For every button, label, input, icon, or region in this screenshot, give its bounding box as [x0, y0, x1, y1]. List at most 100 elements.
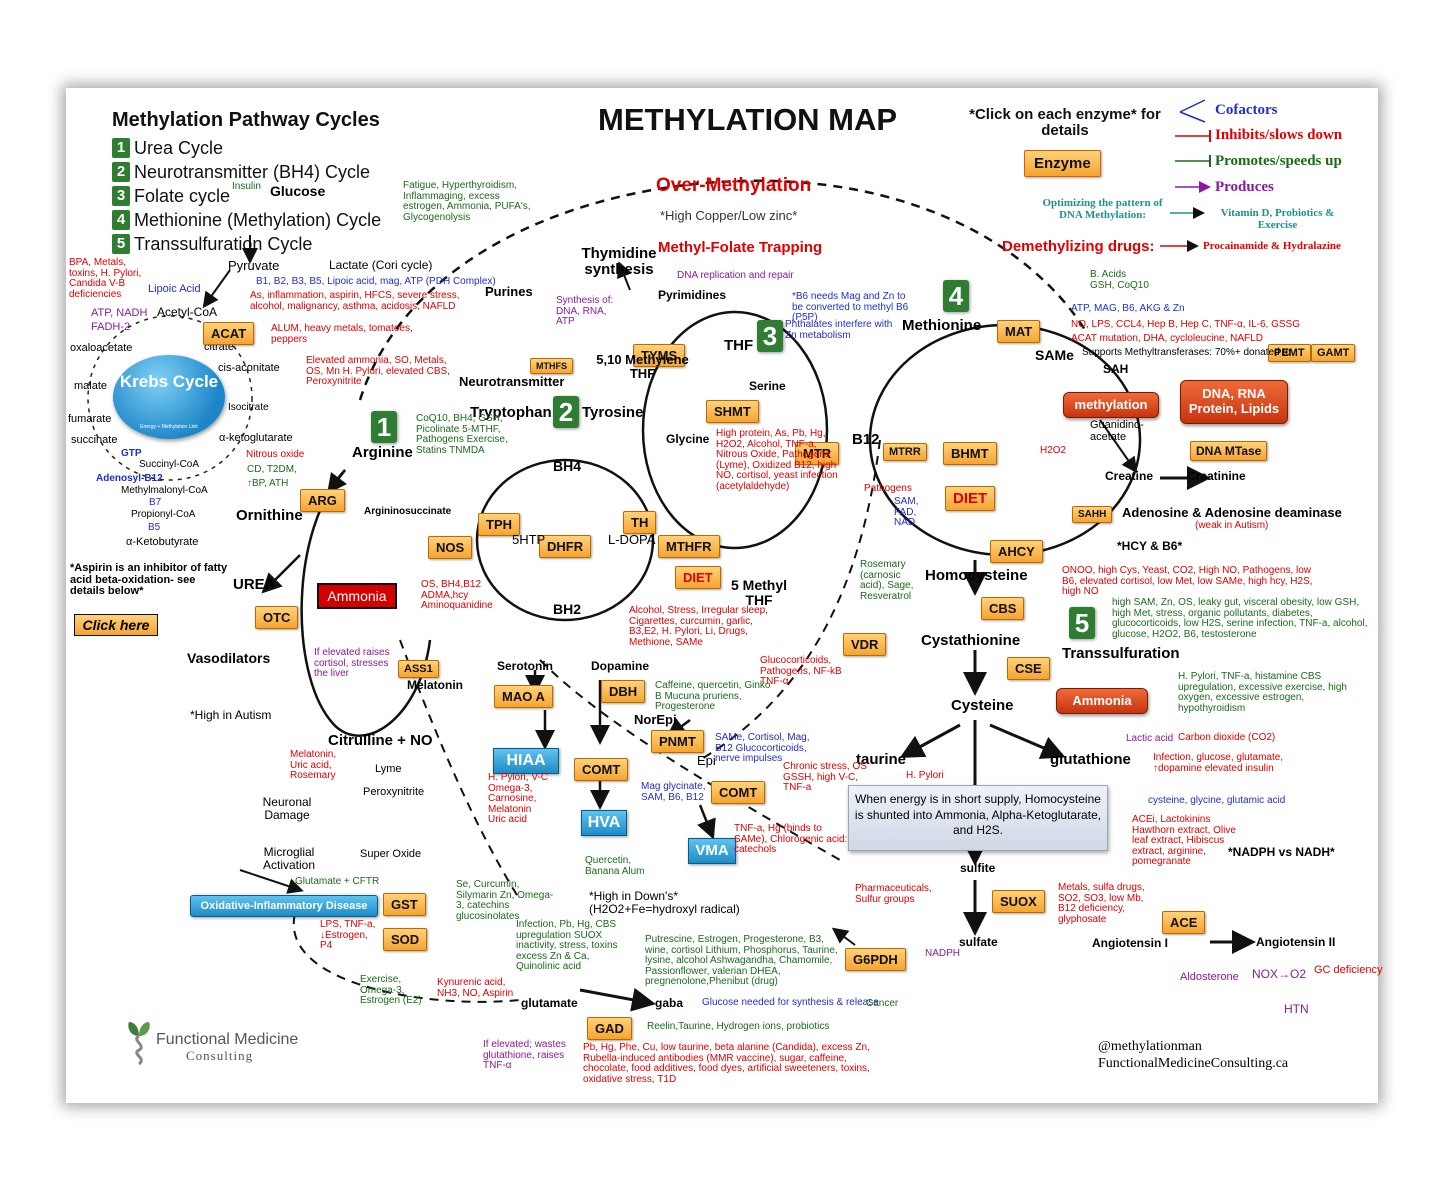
enzyme-sahh[interactable]: SAHH	[1072, 506, 1113, 523]
lipoic-acid-label: Lipoic Acid	[148, 283, 201, 295]
carbon-dioxide-note: Carbon dioxide (CO2)	[1178, 732, 1276, 743]
atp-nadh-label: ATP, NADH	[91, 307, 148, 319]
enzyme-dna-mtase[interactable]: DNA MTase	[1190, 441, 1268, 461]
hyperthyroid-note: Fatigue, Hyperthyroidism, Inflammaging, …	[403, 180, 531, 223]
same-note: Supports Methyltransferases: 70%+ donate…	[1082, 347, 1291, 358]
enzyme-arg[interactable]: ARG	[300, 489, 345, 512]
cycle-3-badge: 3	[757, 320, 783, 352]
taurine-hpylori: H. Pylori	[906, 770, 944, 781]
enzyme-comt-2[interactable]: COMT	[711, 781, 766, 804]
enzyme-cbs[interactable]: CBS	[981, 597, 1025, 620]
hva-button[interactable]: HVA	[581, 810, 627, 836]
enzyme-nos[interactable]: NOS	[428, 536, 473, 559]
gad-promoters-2: Putrescine, Estrogen, Progesterone, B3, …	[645, 934, 838, 987]
metabolite-glycine: Glycine	[666, 432, 710, 446]
gad-blockers: Infection, Pb, Hg, CBS upregulation SUOX…	[516, 919, 618, 972]
map-frame	[66, 88, 1378, 1103]
adenosine-label: Adenosine & Adenosine deaminase	[1122, 505, 1342, 520]
metabolite-norepi: NorEpi	[634, 712, 677, 727]
enzyme-mthfr[interactable]: MTHFR	[658, 535, 720, 558]
metabolite-tyrosine: Tyrosine	[582, 404, 644, 421]
enzyme-mat[interactable]: MAT	[997, 320, 1041, 343]
cycle-label: Methionine (Methylation) Cycle	[134, 210, 382, 230]
enzyme-dhfr[interactable]: DHFR	[539, 535, 592, 558]
enzyme-mthfs[interactable]: MTHFS	[530, 358, 573, 374]
lactic-acid-label: Lactic acid	[1126, 733, 1174, 744]
legend-demethylizing: Demethylizing drugs:	[1002, 238, 1155, 255]
methylation-box[interactable]: methylation	[1063, 392, 1159, 418]
cycle-5-badge: 5	[1069, 607, 1095, 639]
click-here-button[interactable]: Click here	[74, 614, 158, 636]
metabolite-pyrimidines: Pyrimidines	[658, 288, 727, 302]
oxidative-inflammatory-button[interactable]: Oxidative-Inflammatory Disease	[190, 895, 378, 917]
enzyme-th[interactable]: TH	[623, 511, 657, 534]
legend-promotes: Promotes/speeds up	[1215, 153, 1342, 169]
diet-box-2[interactable]: DIET	[945, 486, 996, 511]
pyruvate-inhibitors: As, inflammation, aspirin, HFCS, severe …	[250, 290, 460, 312]
phthalates-note: Phthalates interfere with Zn metabolism	[785, 319, 893, 341]
legend-enzyme-box[interactable]: Enzyme	[1024, 150, 1101, 177]
enzyme-suox[interactable]: SUOX	[992, 890, 1045, 913]
htn-label: HTN	[1284, 1002, 1309, 1016]
legend-optimizing: Optimizing the pattern of DNA Methylatio…	[1042, 197, 1163, 221]
cse-promoters: H. Pylori, TNF-a, histamine CBS upregula…	[1178, 671, 1347, 714]
enzyme-tph[interactable]: TPH	[478, 513, 520, 536]
enzyme-gamt[interactable]: GAMT	[1311, 344, 1356, 362]
enzyme-pemt[interactable]: PEMT	[1268, 344, 1311, 362]
krebs-cycle-bubble[interactable]: Krebs Cycle Energy + Methylation Link	[113, 355, 225, 439]
enzyme-g6pdh[interactable]: G6PDH	[845, 948, 906, 971]
vma-button[interactable]: VMA	[688, 838, 736, 864]
enzyme-mtr[interactable]: MTR	[795, 442, 840, 465]
enzyme-otc[interactable]: OTC	[255, 606, 299, 629]
metabolite-lactate: Lactate (Cori cycle)	[329, 258, 433, 272]
metabolite-serine: Serine	[749, 379, 786, 393]
krebs-label: α-ketoglutarate	[219, 432, 293, 444]
metabolite-methylene-thf: 5,10 Methylene THF	[596, 352, 689, 381]
enzyme-gst[interactable]: GST	[383, 893, 426, 916]
krebs-title: Krebs Cycle	[119, 372, 219, 391]
nadph-vs-nadh: *NADPH vs NADH*	[1228, 845, 1335, 859]
metabolite-angiotensin-i: Angiotensin I	[1092, 936, 1168, 950]
enzyme-bhmt[interactable]: BHMT	[943, 442, 997, 465]
metabolite-pyruvate: Pyruvate	[228, 258, 280, 273]
pyruvate-cofactors: B1, B2, B3, B5, Lipoic acid, mag, ATP (P…	[256, 276, 496, 287]
kynurenic-note: Kynurenic acid, NH3, NO, Aspirin	[437, 977, 514, 999]
metabolite-serotonin: Serotonin	[497, 659, 553, 673]
enzyme-ass1[interactable]: ASS1	[398, 660, 439, 678]
ammonia-box-2[interactable]: Ammonia	[1056, 688, 1148, 714]
hiaa-button[interactable]: HIAA	[493, 748, 559, 774]
metabolite-cystathionine: Cystathionine	[921, 632, 1021, 649]
dna-replication-note: DNA replication and repair	[677, 270, 794, 281]
aspirin-note: *Aspirin is an inhibitor of fatty acid b…	[70, 562, 228, 598]
cycle-4-badge: 4	[943, 280, 969, 312]
metabolite-ornithine: Ornithine	[236, 507, 303, 524]
enzyme-dbh[interactable]: DBH	[601, 680, 646, 703]
gc-deficiency-label: GC deficiency	[1314, 964, 1383, 976]
diet-box[interactable]: DIET	[675, 566, 721, 589]
enzyme-mao-a[interactable]: MAO A	[494, 685, 553, 708]
enzyme-gad[interactable]: GAD	[587, 1017, 632, 1040]
peroxynitrite-label: Peroxynitrite	[363, 786, 425, 798]
cbs-promoters: high SAM, Zn, OS, leaky gut, visceral ob…	[1112, 597, 1368, 640]
krebs-label: citrate	[204, 341, 234, 353]
enzyme-pnmt[interactable]: PNMT	[651, 730, 704, 753]
enzyme-vdr[interactable]: VDR	[843, 633, 887, 656]
ammonia-box[interactable]: Ammonia	[317, 583, 397, 609]
enzyme-ahcy[interactable]: AHCY	[990, 540, 1043, 563]
metabolite-gaba: gaba	[655, 996, 684, 1010]
enzyme-mtrr[interactable]: MTRR	[883, 443, 927, 461]
enzyme-tyms[interactable]: TYMS	[633, 344, 686, 367]
ammonia-cortisol-note: If elevated raises cortisol, stresses th…	[314, 647, 390, 679]
gad-promoters: Reelin,Taurine, Hydrogen ions, probiotic…	[647, 1021, 830, 1032]
enzyme-shmt[interactable]: SHMT	[706, 400, 759, 423]
enzyme-comt[interactable]: COMT	[574, 758, 629, 781]
enzyme-cse[interactable]: CSE	[1007, 657, 1050, 680]
credit-site[interactable]: FunctionalMedicineConsulting.ca	[1098, 1056, 1289, 1071]
dna-rna-box[interactable]: DNA, RNA Protein, Lipids	[1180, 380, 1288, 424]
neurotransmitter-label: Neurotransmitter	[459, 374, 565, 389]
enzyme-ace[interactable]: ACE	[1162, 911, 1206, 934]
bhmt-inhibitors: H2O2	[1040, 445, 1067, 456]
credit-handle: @methylationman	[1098, 1039, 1202, 1054]
enzyme-acat[interactable]: ACAT	[203, 322, 255, 345]
enzyme-sod[interactable]: SOD	[383, 928, 428, 951]
